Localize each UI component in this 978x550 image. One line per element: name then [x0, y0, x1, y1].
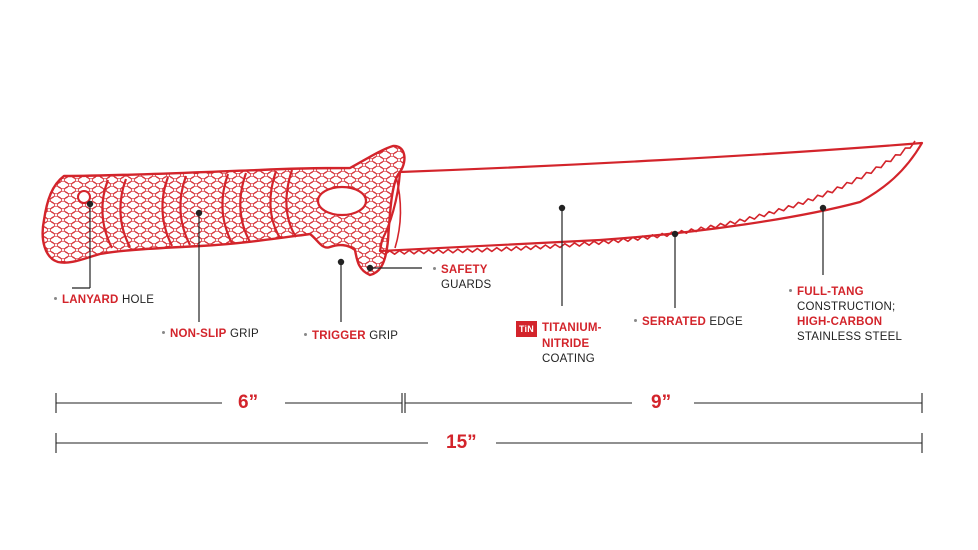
label-full-tang: FULL-TANG CONSTRUCTION; HIGH-CARBON STAI… — [789, 285, 902, 345]
leader-dot — [671, 230, 679, 238]
label-trigger-grip: TRIGGER GRIP — [304, 329, 398, 344]
grip-band — [119, 178, 131, 248]
grip-band — [101, 179, 113, 249]
leader-dot — [337, 258, 345, 266]
label-lanyard-hole: LANYARD HOLE — [54, 293, 154, 308]
leader-dot — [819, 204, 827, 212]
grip-band — [239, 172, 251, 243]
dimension-blade-length: 9” — [651, 392, 672, 413]
thumb-oval — [316, 185, 368, 217]
label-safety-guards: SAFETY GUARDS — [433, 263, 491, 293]
grip-band — [179, 175, 191, 246]
bullet-dot — [162, 331, 165, 335]
leader-dot — [86, 200, 94, 208]
bullet-dot — [54, 297, 57, 301]
label-serrated-edge: SERRATED EDGE — [634, 315, 743, 330]
guard-line — [394, 175, 402, 249]
grip-band — [269, 170, 281, 239]
tin-badge: TiN — [516, 321, 537, 337]
grip-band — [221, 173, 233, 244]
bullet-dot — [789, 289, 792, 293]
lanyard-hole-ring — [77, 190, 91, 204]
dimension-handle-length: 6” — [238, 392, 259, 413]
leader-dot — [195, 209, 203, 217]
leader-dot — [558, 204, 566, 212]
bullet-dot — [433, 267, 436, 271]
grip-band — [161, 176, 173, 247]
bullet-dot — [304, 333, 307, 337]
leader-dot — [366, 264, 374, 272]
grip-band — [285, 169, 297, 238]
bullet-dot — [634, 319, 637, 323]
dimension-total-length: 15” — [446, 432, 477, 453]
blade-outline — [378, 141, 924, 253]
label-non-slip-grip: NON-SLIP GRIP — [162, 327, 259, 342]
serrated-edge — [379, 140, 916, 256]
